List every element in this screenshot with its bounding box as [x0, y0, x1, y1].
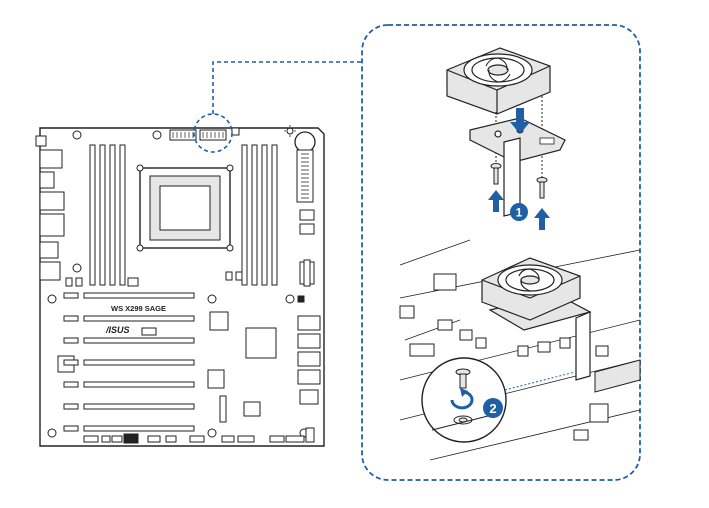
motherboard — [35, 125, 325, 447]
step-2-illustration: 2 — [399, 239, 641, 461]
detail-frame — [361, 24, 641, 481]
fan-icon — [446, 47, 551, 115]
board-components-detail — [399, 273, 641, 441]
m2-slots — [219, 259, 311, 423]
cpu-socket — [136, 164, 234, 252]
step-1-illustration: 1 — [446, 47, 566, 230]
chipset — [57, 311, 277, 417]
bracket-icon — [469, 117, 566, 217]
rear-io-ports — [35, 135, 65, 281]
pcie-slots — [63, 292, 195, 432]
cpu-power-connectors — [169, 129, 227, 141]
rotate-arrow-icon — [450, 390, 474, 410]
board-model-label: WS X299 SAGE — [111, 304, 166, 313]
board-brand-label: /ISUS — [105, 325, 130, 335]
screw-icon — [490, 163, 548, 199]
step-2-badge — [483, 398, 503, 418]
step-2-number: 2 — [489, 401, 496, 416]
step-1-badge — [510, 203, 528, 221]
zoomed-screw-icon — [431, 368, 497, 431]
bottom-headers — [83, 427, 315, 444]
atx-power-connector — [296, 149, 314, 203]
arrow-icon — [488, 108, 550, 230]
zoom-circle — [421, 357, 507, 443]
mounting-holes — [47, 130, 309, 438]
callout-circle — [193, 113, 233, 153]
step-1-number: 1 — [516, 206, 523, 220]
dimm-slots-left — [89, 144, 126, 286]
fan-header — [231, 127, 240, 136]
installed-fan-icon — [481, 257, 581, 321]
callout-leader — [212, 61, 362, 114]
dimm-slots-right — [241, 144, 278, 286]
small-components — [65, 271, 243, 287]
sun-icon — [286, 127, 294, 135]
